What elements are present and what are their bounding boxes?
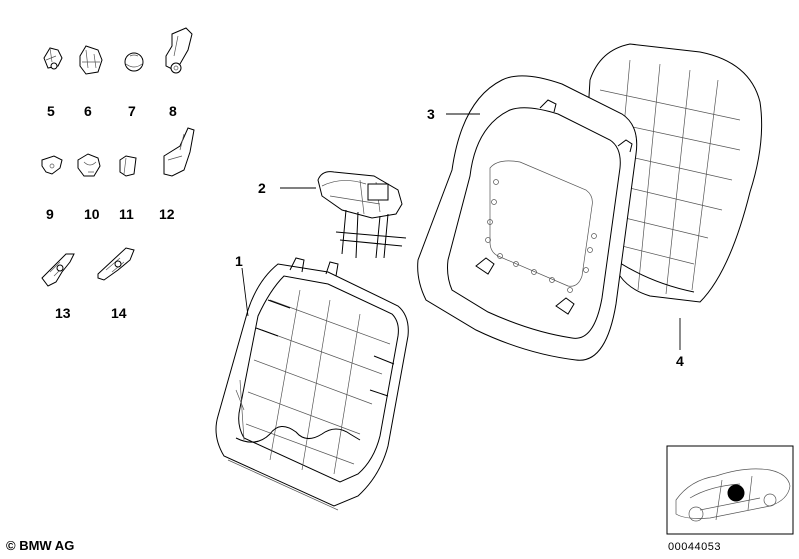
part-11-clip[interactable] bbox=[119, 155, 137, 177]
leader-1 bbox=[241, 267, 249, 317]
part-8-bracket[interactable] bbox=[165, 27, 193, 74]
callout-9[interactable]: 9 bbox=[46, 206, 54, 222]
part-10-clip[interactable] bbox=[77, 153, 101, 177]
part-9-clip[interactable] bbox=[41, 155, 63, 175]
callout-6[interactable]: 6 bbox=[84, 103, 92, 119]
callout-7[interactable]: 7 bbox=[128, 103, 136, 119]
callout-10[interactable]: 10 bbox=[84, 206, 100, 222]
part-12-bracket[interactable] bbox=[163, 127, 195, 177]
part-7-cap[interactable] bbox=[124, 52, 144, 72]
part-2-mechanism[interactable] bbox=[317, 171, 407, 259]
callout-4[interactable]: 4 bbox=[676, 353, 684, 369]
callout-1[interactable]: 1 bbox=[235, 253, 243, 269]
callout-13[interactable]: 13 bbox=[55, 305, 71, 321]
callouts-row-2: 9 10 11 12 bbox=[46, 206, 175, 222]
callout-12[interactable]: 12 bbox=[159, 206, 175, 222]
callouts-row-1: 5 6 7 8 bbox=[47, 103, 177, 119]
callout-3[interactable]: 3 bbox=[427, 106, 435, 122]
part-5-clip[interactable] bbox=[43, 47, 63, 70]
callout-5[interactable]: 5 bbox=[47, 103, 55, 119]
part-6-clip[interactable] bbox=[79, 45, 103, 75]
part-14-strap[interactable] bbox=[97, 247, 135, 281]
document-number: 00044053 bbox=[668, 541, 721, 553]
vehicle-locator-inset bbox=[666, 445, 794, 535]
callout-8[interactable]: 8 bbox=[169, 103, 177, 119]
copyright-label: © BMW AG bbox=[6, 538, 75, 553]
callout-11[interactable]: 11 bbox=[119, 206, 134, 222]
location-marker-dot bbox=[727, 484, 745, 502]
callout-14[interactable]: 14 bbox=[111, 305, 127, 321]
callouts-row-3: 13 14 bbox=[55, 305, 127, 321]
callout-2[interactable]: 2 bbox=[258, 180, 266, 196]
part-13-strap[interactable] bbox=[41, 253, 75, 287]
part-3-backrest-panel[interactable] bbox=[417, 75, 638, 361]
part-1-backrest-frame[interactable] bbox=[215, 257, 409, 511]
